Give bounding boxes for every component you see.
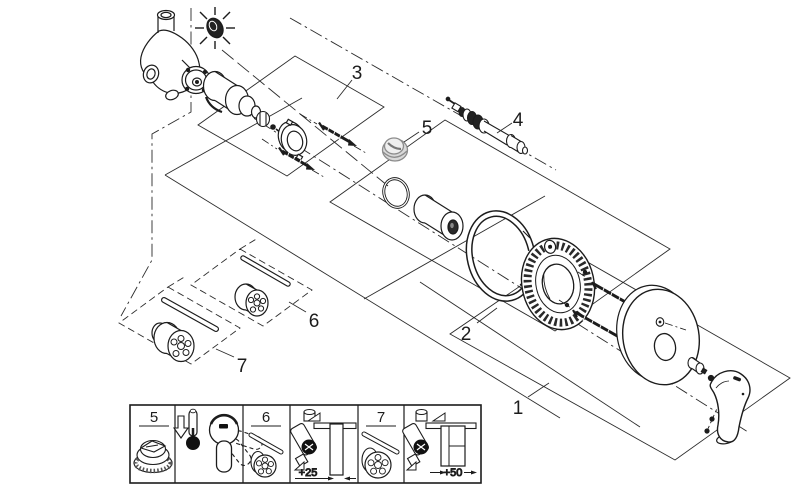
inset-panel-dim50: +50 [402,409,477,480]
dim-25: +25 [299,467,318,479]
inset-label-7: 7 [377,409,385,426]
group-7-frame [118,286,241,365]
inset-panel-7: 7 [361,409,400,479]
cartridge-part [202,70,266,121]
callout-1: 1 [513,398,524,419]
group-6-frame [190,248,313,327]
dim-50: +50 [444,467,463,479]
valve-bottom-port [165,89,179,101]
mounting-screws-group-3 [261,113,367,178]
callout-7: 7 [237,356,248,377]
thermometer-icon [186,408,200,450]
inset-panel-5: 5 [133,409,173,474]
inset-panel-temperature [172,408,263,473]
escutcheon-center-hole [653,332,677,362]
extension-spindle-part-4 [445,96,529,155]
flow-mark-icon [431,412,446,422]
stop-ring-axis-line [221,49,389,187]
callout-labels: 3 4 5 2 1 6 7 [215,63,550,419]
handle-swing-icon [208,413,263,473]
cap-drawing [133,439,173,474]
stop-ring-cap-part-5 [381,137,409,162]
callout-6: 6 [309,311,320,332]
flow-mark-icon [405,460,417,471]
down-arrow-icon [172,415,190,439]
callout-4: 4 [513,110,524,131]
callout-2: 2 [461,324,472,345]
lever-handle [704,370,751,445]
rough-in-valve-body [139,9,211,101]
inset-label-5: 5 [150,409,158,426]
wall-section [329,423,344,476]
inset-label-6: 6 [262,409,270,426]
spindle-axis-line [289,17,557,171]
handle-adapter [687,356,719,384]
trim-sleeve [413,194,464,241]
flow-mark-icon [293,460,305,471]
extension-kit-part-6 [234,255,291,317]
extension-kit-part-7 [151,297,219,363]
temperature-stop-ring-icon [195,7,235,49]
o-ring [382,177,410,209]
callout-3: 3 [352,63,363,84]
callout-5: 5 [422,118,433,139]
inset-panel-6: 6 [248,409,284,478]
escutcheon-cover-plate [616,284,701,386]
group-2-frame [329,119,671,332]
mounting-plate [520,237,596,331]
inset-panel-dim25: +25 [290,409,357,481]
left-boundary-line [120,8,192,317]
flanged-ring [277,118,308,162]
group-1-frame [449,251,791,461]
legend-inset: 5 [129,404,482,484]
flow-mark-icon [306,412,321,422]
cartridge-nut [255,110,271,128]
